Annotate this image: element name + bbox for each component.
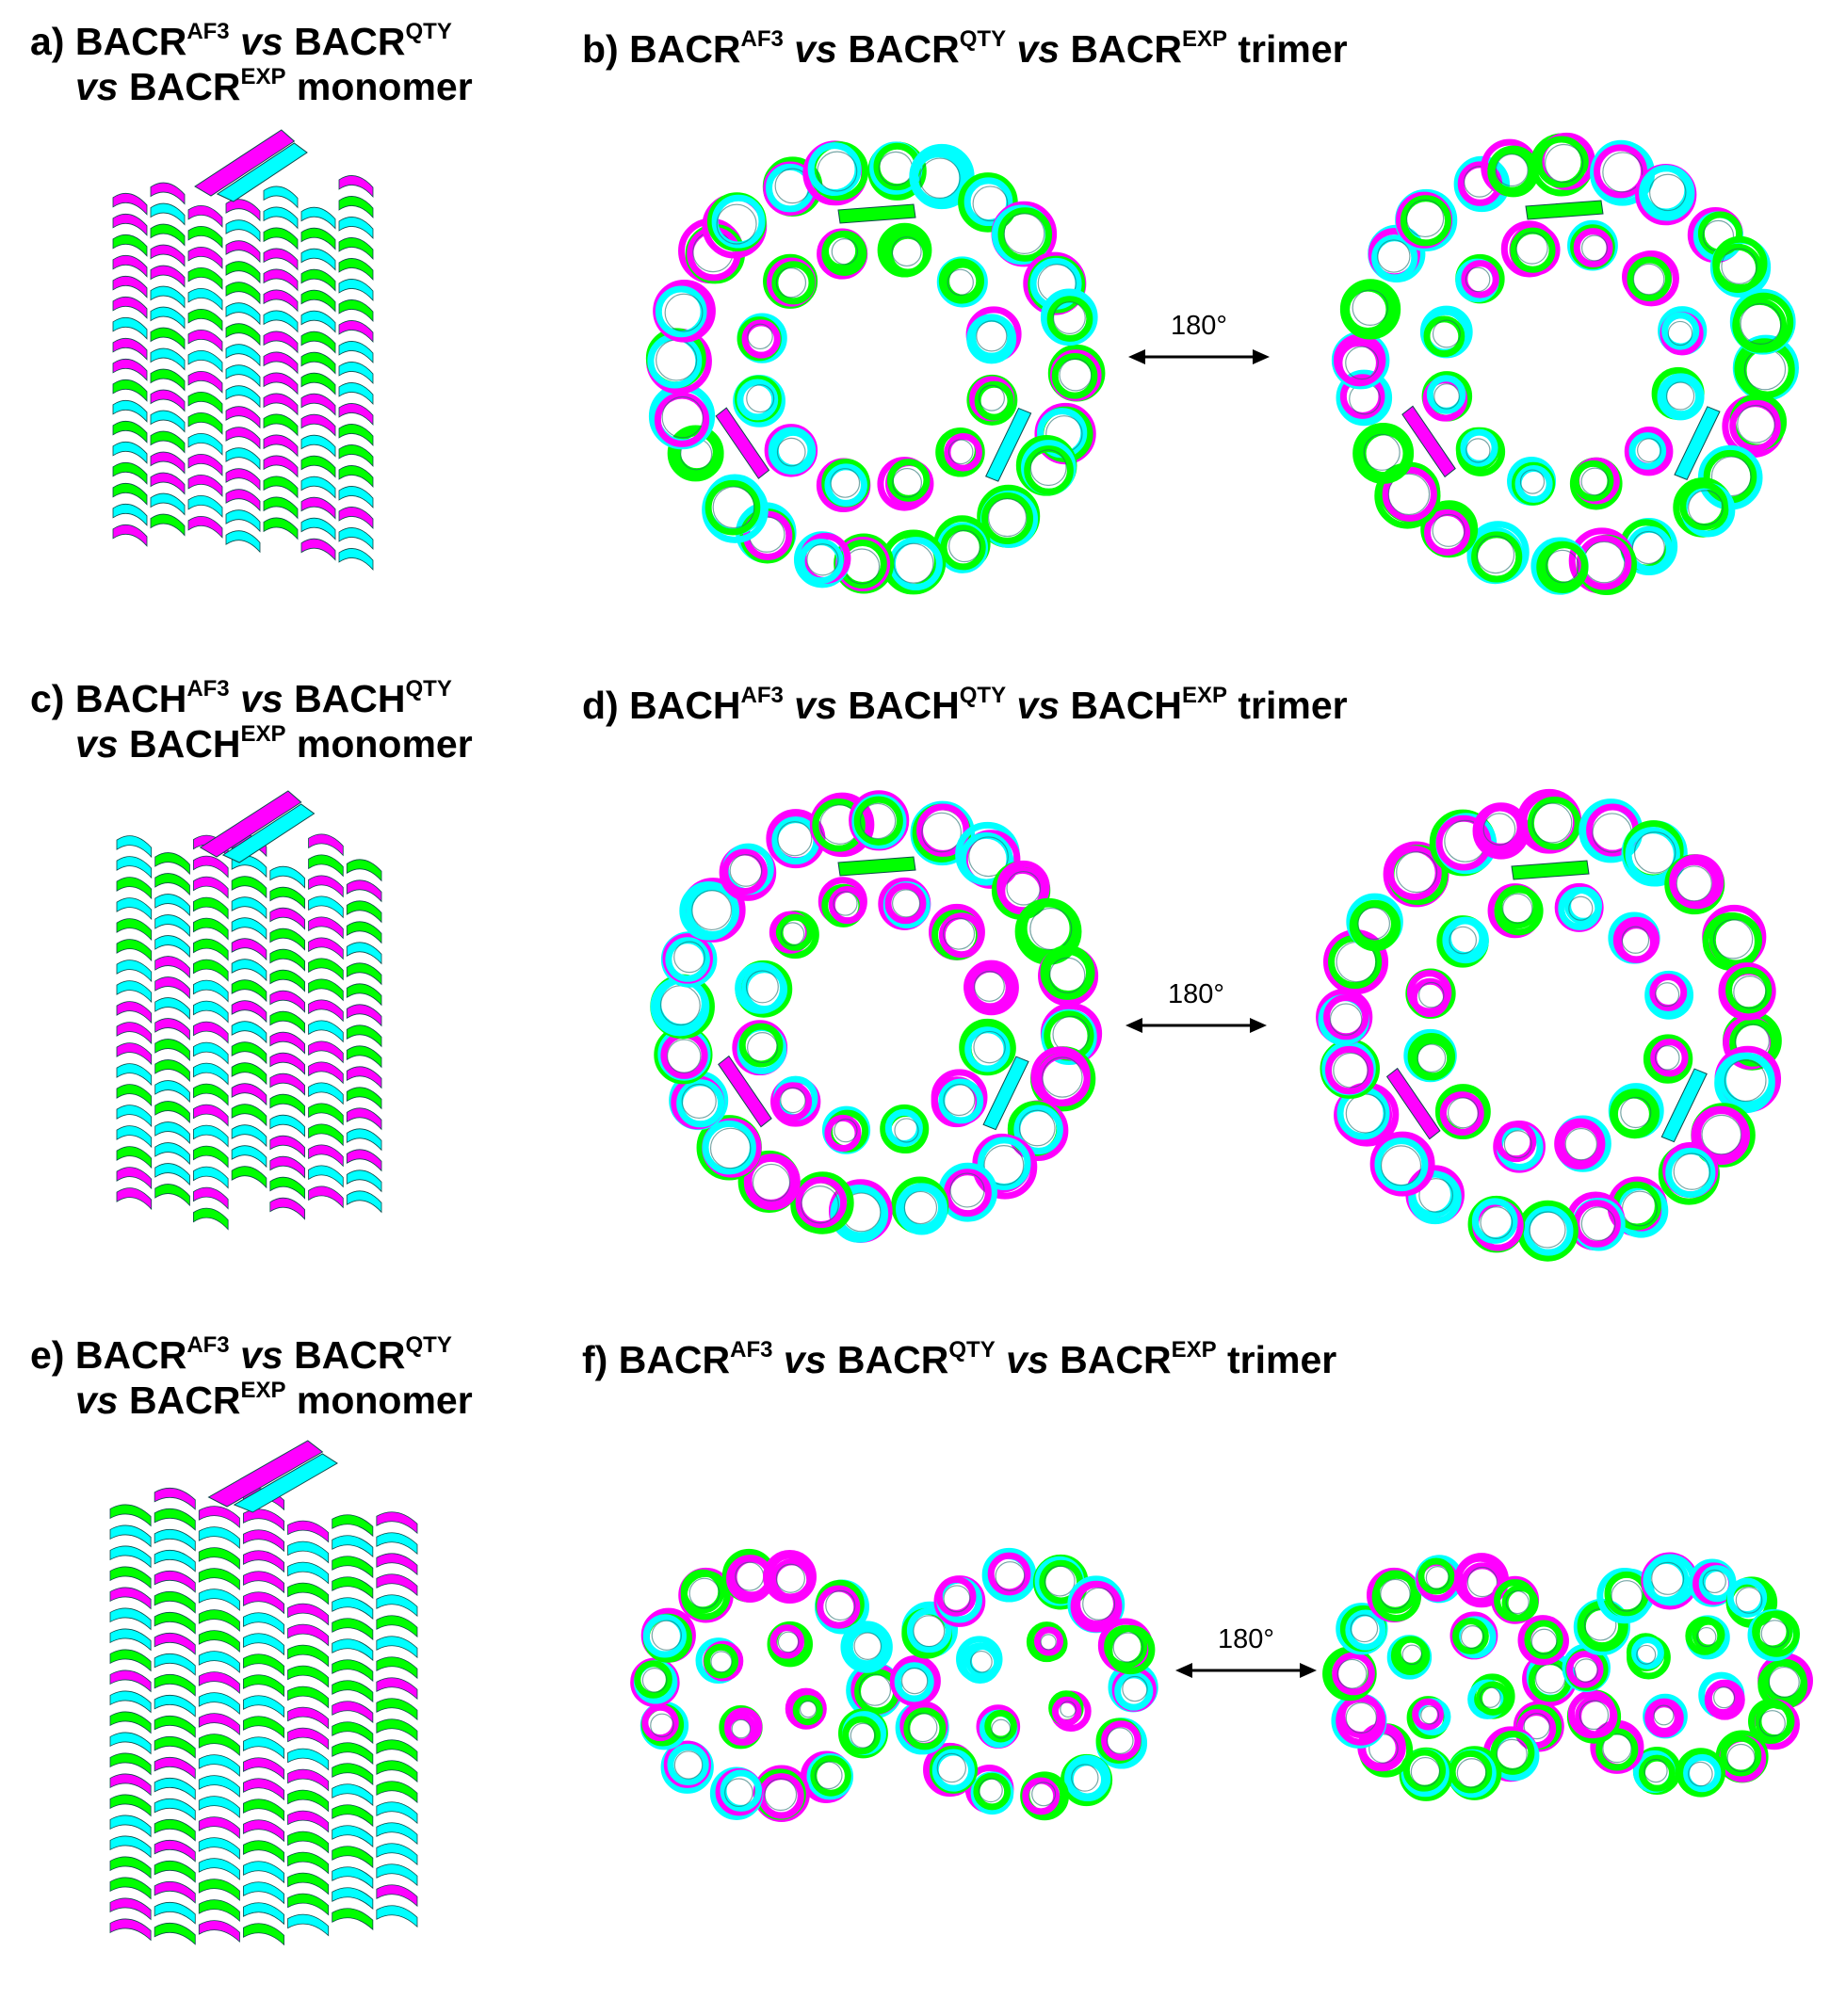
panel-f-title: f) BACRAF3 vs BACRQTY vs BACREXP trimer xyxy=(582,1337,1337,1381)
rotation-label: 180° xyxy=(1168,979,1224,1009)
double-arrow-icon xyxy=(1175,1663,1317,1678)
panel-b-rotation-indicator: 180° xyxy=(1128,311,1270,377)
panel-d-trimer-bottom-view xyxy=(1316,788,1782,1262)
panel-b-trimer-top-view xyxy=(645,140,1106,595)
panel-a-monomer-structure xyxy=(112,129,374,572)
double-arrow-icon xyxy=(1125,1018,1267,1033)
rotation-label: 180° xyxy=(1218,1624,1274,1654)
rotation-label: 180° xyxy=(1171,311,1227,341)
panel-d-trimer-top-view xyxy=(650,790,1103,1243)
panel-f-rotation-indicator: 180° xyxy=(1175,1624,1317,1690)
panel-f-dimer-bottom-view xyxy=(1322,1552,1813,1801)
panel-b-title: b) BACRAF3 vs BACRQTY vs BACREXP trimer xyxy=(582,26,1348,71)
panel-e-monomer-structure xyxy=(109,1440,418,1946)
panel-f-dimer-top-view xyxy=(630,1547,1158,1822)
double-arrow-icon xyxy=(1128,349,1270,364)
panel-d-title: d) BACHAF3 vs BACHQTY vs BACHEXP trimer xyxy=(582,683,1348,727)
panel-c-title: c) BACHAF3 vs BACHQTY vs BACHEXP monomer xyxy=(30,676,473,766)
panel-e-title: e) BACRAF3 vs BACRQTY vs BACREXP monomer xyxy=(30,1332,473,1422)
panel-b-trimer-bottom-view xyxy=(1331,132,1799,595)
panel-c-monomer-structure xyxy=(116,790,382,1231)
panel-d-rotation-indicator: 180° xyxy=(1125,979,1267,1045)
panel-a-title: a) BACRAF3 vs BACRQTY vs BACREXP monomer xyxy=(30,19,473,108)
